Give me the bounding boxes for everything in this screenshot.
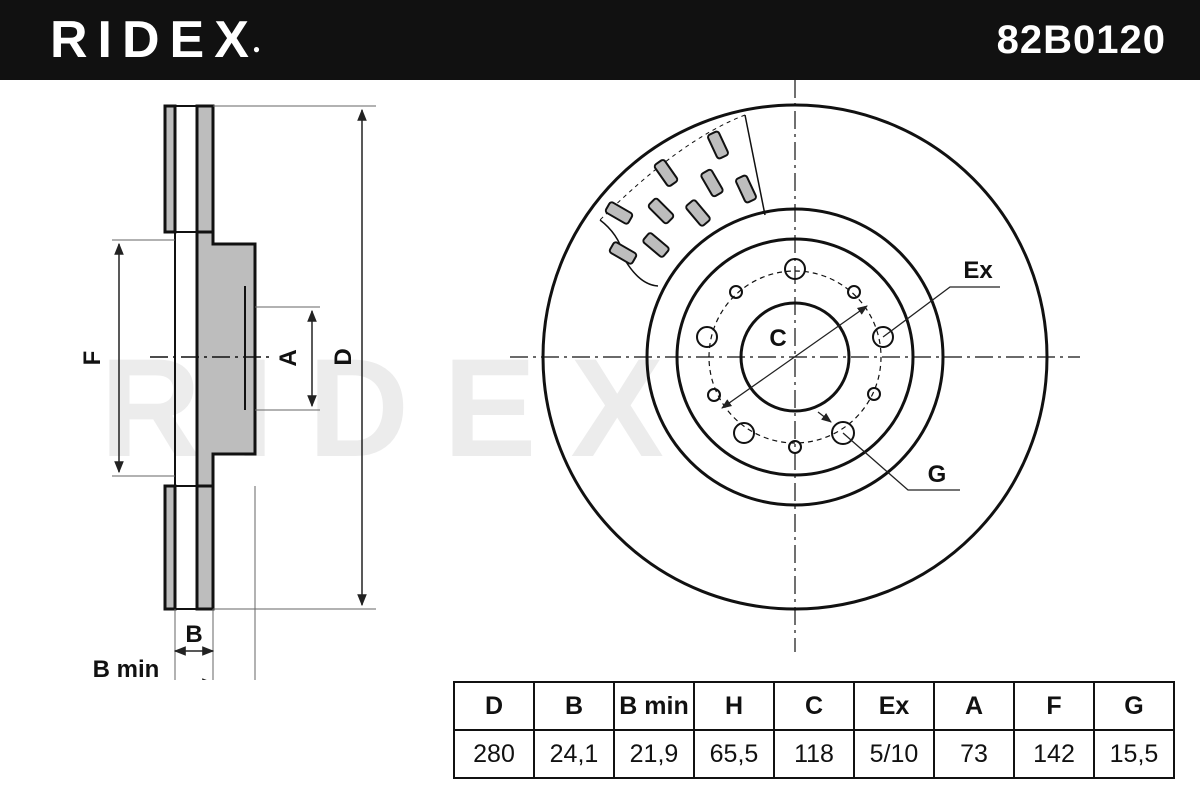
spec-value-f: 142 (1013, 729, 1095, 779)
spec-header-h: H (693, 681, 775, 731)
brand-logo: RIDEX● (50, 14, 261, 73)
spec-table: D B B min H C Ex A F G 280 24,1 21,9 65,… (453, 681, 1175, 779)
g-leader-line (842, 432, 960, 491)
label-g: G (928, 461, 947, 488)
spec-header-f: F (1013, 681, 1095, 731)
part-number: 82B0120 (996, 18, 1166, 62)
spec-header-ex: Ex (853, 681, 935, 731)
spec-value-c: 118 (773, 729, 855, 779)
spec-value-ex: 5/10 (853, 729, 935, 779)
label-b: B (185, 621, 202, 648)
spec-value-d: 280 (453, 729, 535, 779)
spec-value-h: 65,5 (693, 729, 775, 779)
spec-header-d: D (453, 681, 535, 731)
spec-header-b: B (533, 681, 615, 731)
label-ex: Ex (963, 257, 993, 284)
registered-mark-icon: ● (252, 42, 261, 56)
spec-table-header-row: D B B min H C Ex A F G (453, 681, 1175, 731)
lower-outer-ring (163, 484, 177, 611)
lower-inner-ring (195, 484, 215, 611)
vent-slots (604, 130, 757, 265)
label-f: F (79, 351, 106, 366)
hub-section (195, 230, 257, 488)
upper-outer-ring (163, 104, 177, 234)
spec-value-b: 24,1 (533, 729, 615, 779)
header-bar: RIDEX● 82B0120 (0, 0, 1200, 80)
spec-value-b-min: 21,9 (613, 729, 695, 779)
brand-name: RIDEX (50, 11, 259, 69)
spec-value-g: 15,5 (1093, 729, 1175, 779)
spec-header-a: A (933, 681, 1015, 731)
spec-header-b-min: B min (613, 681, 695, 731)
spec-header-g: G (1093, 681, 1175, 731)
label-b-min: B min (93, 656, 160, 680)
label-d: D (330, 348, 357, 365)
disc-side-view (163, 104, 257, 611)
bolt-circle (708, 270, 882, 444)
technical-drawing: D A F B B min H (79, 80, 1080, 680)
dimension-c-line (721, 305, 868, 409)
label-c: C (769, 325, 786, 352)
spec-header-c: C (773, 681, 855, 731)
spec-value-a: 73 (933, 729, 1015, 779)
ex-leader-line (882, 286, 1000, 338)
label-a: A (275, 349, 302, 366)
spec-table-value-row: 280 24,1 21,9 65,5 118 5/10 73 142 15,5 (453, 729, 1175, 779)
side-view-details (174, 105, 246, 610)
upper-inner-ring (195, 104, 215, 234)
